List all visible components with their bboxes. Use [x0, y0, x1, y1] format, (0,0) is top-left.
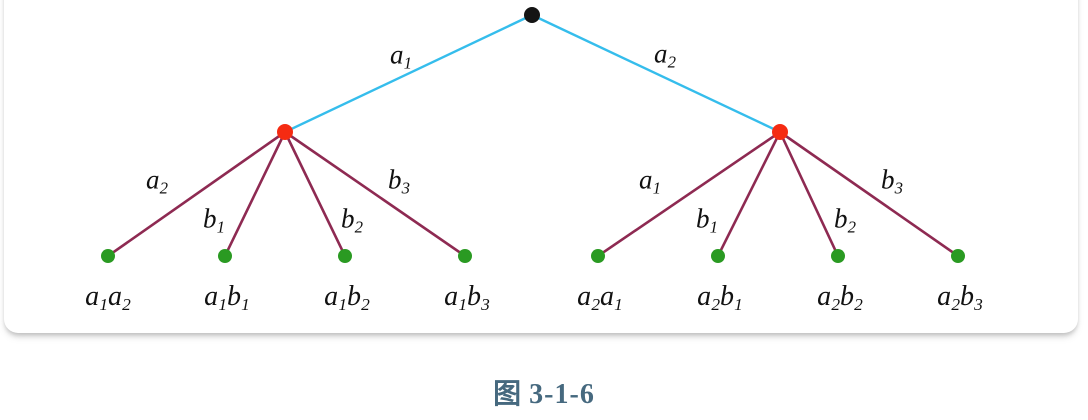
tree-edge-e-a2-l5	[596, 130, 782, 258]
tree-node-leaf-8	[951, 249, 965, 263]
tree-edge-e-a1-l2	[223, 130, 287, 258]
figure-caption-number: 3-1-6	[529, 379, 595, 410]
tree-edge-e-a1-l3	[283, 130, 347, 258]
edge-label-e-a2-l6: b1	[695, 203, 719, 237]
tree-edge-e-root-a2	[530, 13, 782, 134]
tree-node-n-a1	[277, 124, 293, 140]
leaf-label-leaf-1: a1a2	[85, 281, 131, 315]
leaf-label-leaf-2: a1b1	[204, 281, 250, 315]
edge-label-e-a2-l7: b2	[833, 203, 857, 237]
leaf-label-leaf-6: a2b1	[697, 281, 743, 315]
tree-node-leaf-2	[218, 249, 232, 263]
leaf-label-leaf-3: a1b2	[324, 281, 370, 315]
edge-label-e-a1-l2: b1	[202, 203, 226, 237]
leaf-label-leaf-8: a2b3	[937, 281, 983, 315]
tree-diagram	[101, 7, 965, 263]
leaf-label-leaf-4: a1b3	[444, 281, 490, 315]
tree-edge-e-a1-l1	[106, 130, 287, 258]
tree-edge-e-a1-l4	[283, 130, 467, 258]
tree-node-leaf-6	[711, 249, 725, 263]
figure-caption-cn: 图	[493, 379, 523, 410]
tree-edges-group	[106, 13, 960, 258]
edge-label-e-root-a1: a1	[389, 39, 413, 73]
tree-node-leaf-5	[591, 249, 605, 263]
edge-label-e-a2-l5: a1	[638, 164, 662, 198]
tree-node-leaf-4	[458, 249, 472, 263]
edge-label-e-a1-l3: b2	[340, 203, 364, 237]
edge-label-e-a1-l1: a2	[145, 164, 169, 198]
tree-node-leaf-3	[338, 249, 352, 263]
tree-node-leaf-7	[831, 249, 845, 263]
tree-edge-e-a2-l8	[778, 130, 960, 258]
figure-card-panel	[4, 0, 1078, 333]
leaf-label-leaf-5: a2a1	[577, 281, 623, 315]
tree-edge-e-a2-l6	[716, 130, 782, 258]
tree-edge-e-root-a1	[283, 13, 534, 134]
leaf-label-leaf-7: a2b2	[817, 281, 863, 315]
tree-node-n-a2	[772, 124, 788, 140]
edge-label-e-root-a2: a2	[653, 38, 677, 72]
tree-node-leaf-1	[101, 249, 115, 263]
tree-nodes-group	[101, 7, 965, 263]
tree-edge-e-a2-l7	[778, 130, 840, 258]
tree-node-root	[524, 7, 540, 23]
edge-label-e-a1-l4: b3	[387, 164, 411, 198]
edge-label-e-a2-l8: b3	[880, 164, 904, 198]
